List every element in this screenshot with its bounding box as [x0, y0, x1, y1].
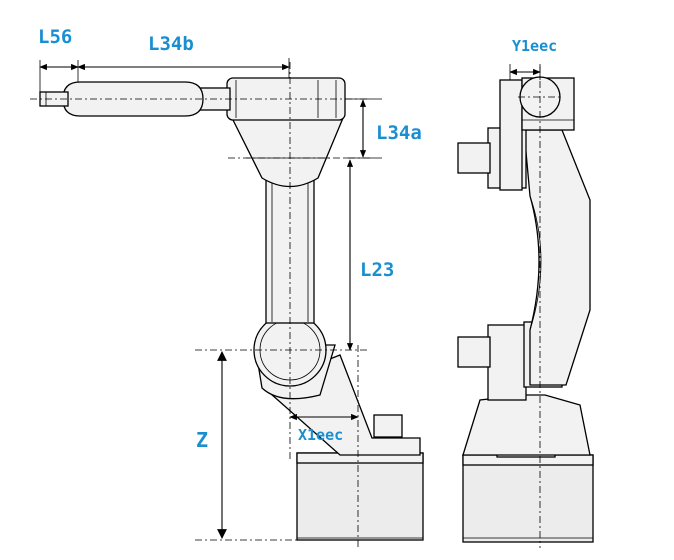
side-view: L56 L34b L34a L23 Z X1eec	[30, 26, 424, 548]
front-view: Y1eec	[457, 37, 594, 548]
front-base	[462, 394, 594, 543]
label-l34b: L34b	[148, 33, 194, 55]
front-wrist	[519, 76, 575, 131]
elbow-housing	[226, 77, 346, 188]
label-x1eec: X1eec	[298, 426, 343, 444]
front-arm	[523, 129, 591, 386]
label-l23: L23	[360, 259, 394, 281]
label-y1eec: Y1eec	[512, 37, 557, 55]
shoulder-joint	[253, 313, 336, 400]
label-z: Z	[196, 428, 208, 452]
label-l34a: L34a	[376, 122, 422, 144]
front-upper-motor	[457, 79, 527, 191]
label-l56: L56	[38, 26, 72, 48]
